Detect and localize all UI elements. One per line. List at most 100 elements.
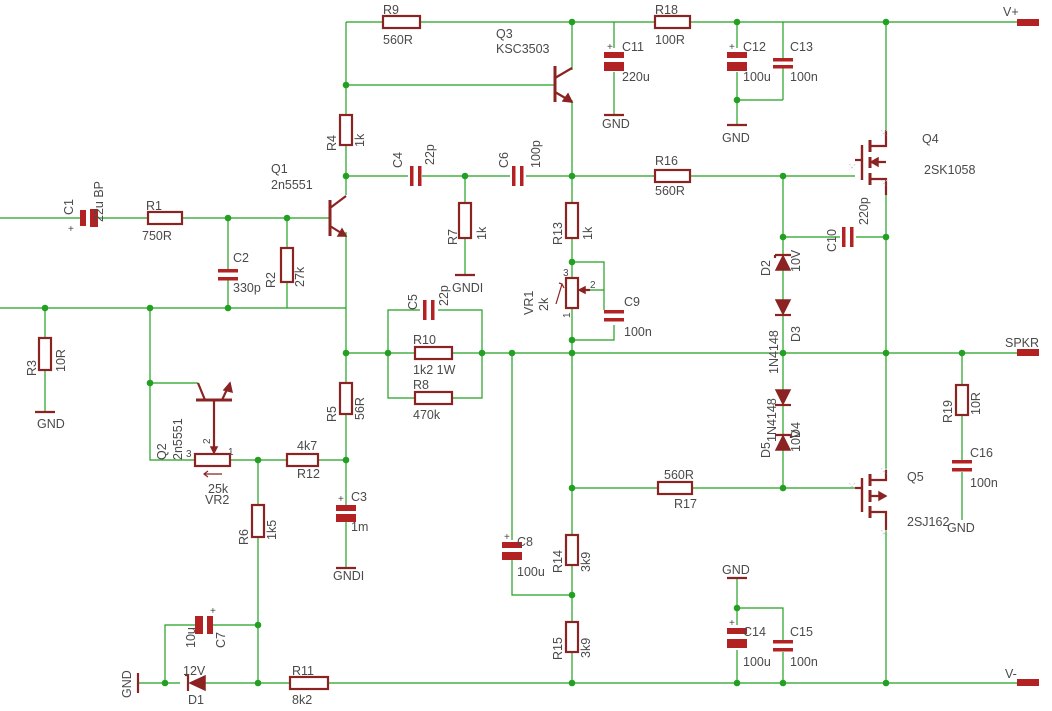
value-C5: 22p — [437, 285, 451, 306]
label-C1: C1 — [62, 199, 76, 215]
resistor-R4 — [338, 113, 354, 147]
label-R4: R4 — [325, 135, 339, 151]
gnd-label-c16: GND — [947, 521, 975, 535]
label-C2: C2 — [233, 251, 249, 265]
resistor-R13 — [564, 201, 580, 240]
wires — [0, 21, 1017, 684]
capacitor-C2 — [218, 269, 238, 281]
value-C4: 22p — [423, 144, 437, 165]
value-R5: 56R — [353, 397, 367, 420]
label-C5: C5 — [406, 294, 420, 310]
vminus-terminal — [1017, 679, 1039, 686]
label-C9: C9 — [624, 295, 640, 309]
diode-D2 — [773, 253, 792, 271]
value-R7: 1k — [475, 226, 489, 240]
label-R12: R12 — [297, 467, 320, 481]
gndi-label-r7: GNDI — [452, 281, 483, 295]
value-C3: 1m — [351, 520, 368, 534]
resistor-R18 — [653, 14, 692, 30]
svg-text:+: + — [68, 224, 74, 235]
label-R7: R7 — [446, 229, 460, 245]
capacitor-C4 — [410, 166, 422, 186]
svg-text:+: + — [729, 42, 735, 53]
diode-D3 — [774, 299, 792, 317]
capacitor-C14: + — [727, 618, 747, 648]
value-C2: 330p — [233, 281, 261, 295]
label-D1: D1 — [188, 693, 204, 707]
label-D2: D2 — [759, 260, 773, 276]
resistor-R11 — [288, 675, 330, 691]
transistor-Q2 — [196, 381, 233, 432]
label-Q1: Q1 — [271, 162, 288, 176]
transistor-Q5 — [855, 470, 888, 530]
gnd-label-c12: GND — [722, 131, 750, 145]
labels: V+ SPKR V- GND GNDI GNDI GND GND GND GND… — [25, 3, 1039, 707]
pin-vr2-1: 1 — [228, 447, 234, 458]
capacitor-C10 — [842, 227, 854, 247]
value-C15: 100n — [790, 655, 818, 669]
diode-D1 — [185, 673, 206, 692]
value-C1: 22u BP — [92, 181, 106, 222]
gndi-label-c3: GNDI — [333, 569, 364, 583]
label-R3: R3 — [25, 360, 39, 376]
label-Q4: Q4 — [922, 132, 939, 146]
label-R14: R14 — [551, 550, 565, 573]
capacitor-C11: + — [604, 42, 624, 71]
net-terminals — [1017, 19, 1039, 686]
value-R13: 1k — [581, 226, 595, 240]
resistor-R17 — [656, 480, 694, 496]
resistor-R12 — [285, 452, 320, 468]
value-R15: 3k9 — [579, 638, 593, 658]
value-R16: 560R — [655, 184, 685, 198]
gnd-label-d1: GND — [120, 670, 134, 698]
label-R15: R15 — [551, 637, 565, 660]
value-D5: 1N4148 — [765, 398, 779, 442]
label-R17: R17 — [674, 497, 697, 511]
value-Q1: 2n5551 — [271, 178, 313, 192]
value-Q5: 2SJ162 — [907, 515, 949, 529]
capacitor-C9 — [604, 310, 624, 322]
spkr-label: SPKR — [1005, 336, 1039, 350]
label-Q5: Q5 — [907, 470, 924, 484]
value-R12: 4k7 — [297, 439, 317, 453]
value-R11: 8k2 — [292, 693, 312, 707]
label-R16: R16 — [655, 154, 678, 168]
label-C6: C6 — [497, 152, 511, 168]
value-Q3: KSC3503 — [496, 42, 550, 56]
resistor-R10 — [413, 345, 454, 361]
label-R11: R11 — [292, 664, 314, 678]
pin-vr1-2: 2 — [590, 280, 596, 291]
value-R2: 27k — [293, 266, 307, 287]
label-D5: D5 — [759, 442, 773, 458]
value-R14: 3k9 — [579, 552, 593, 572]
label-R13: R13 — [551, 222, 565, 245]
capacitor-C15 — [773, 640, 793, 652]
label-C15: C15 — [790, 625, 813, 639]
svg-text:+: + — [338, 494, 344, 505]
label-C16: C16 — [970, 446, 993, 460]
pin-vr2-2: 2 — [202, 438, 213, 444]
value-R17: 560R — [664, 468, 694, 482]
svg-text:+: + — [210, 606, 216, 617]
capacitors: + + + + + + + — [68, 42, 972, 652]
capacitor-C5 — [423, 300, 435, 320]
value-C7: 10u — [184, 627, 198, 648]
label-R18: R18 — [655, 3, 678, 17]
resistor-R8 — [413, 390, 454, 406]
value-R8: 470k — [413, 408, 441, 422]
label-C10: C10 — [825, 229, 839, 252]
value-C9: 100n — [624, 325, 652, 339]
resistor-R1 — [146, 210, 184, 226]
value-VR2: 25k — [208, 482, 229, 496]
diode-D4 — [774, 433, 793, 451]
label-C7: C7 — [214, 632, 228, 648]
gnd-label-r3: GND — [37, 417, 65, 431]
value-R9: 560R — [383, 33, 413, 47]
label-C11: C11 — [622, 40, 644, 54]
label-R9: R9 — [383, 3, 399, 17]
pin-vr1-1: 1 — [562, 312, 573, 318]
label-R1: R1 — [146, 199, 162, 213]
label-D4: D4 — [789, 422, 803, 438]
potentiometers — [193, 276, 590, 478]
spkr-terminal — [1017, 349, 1039, 356]
